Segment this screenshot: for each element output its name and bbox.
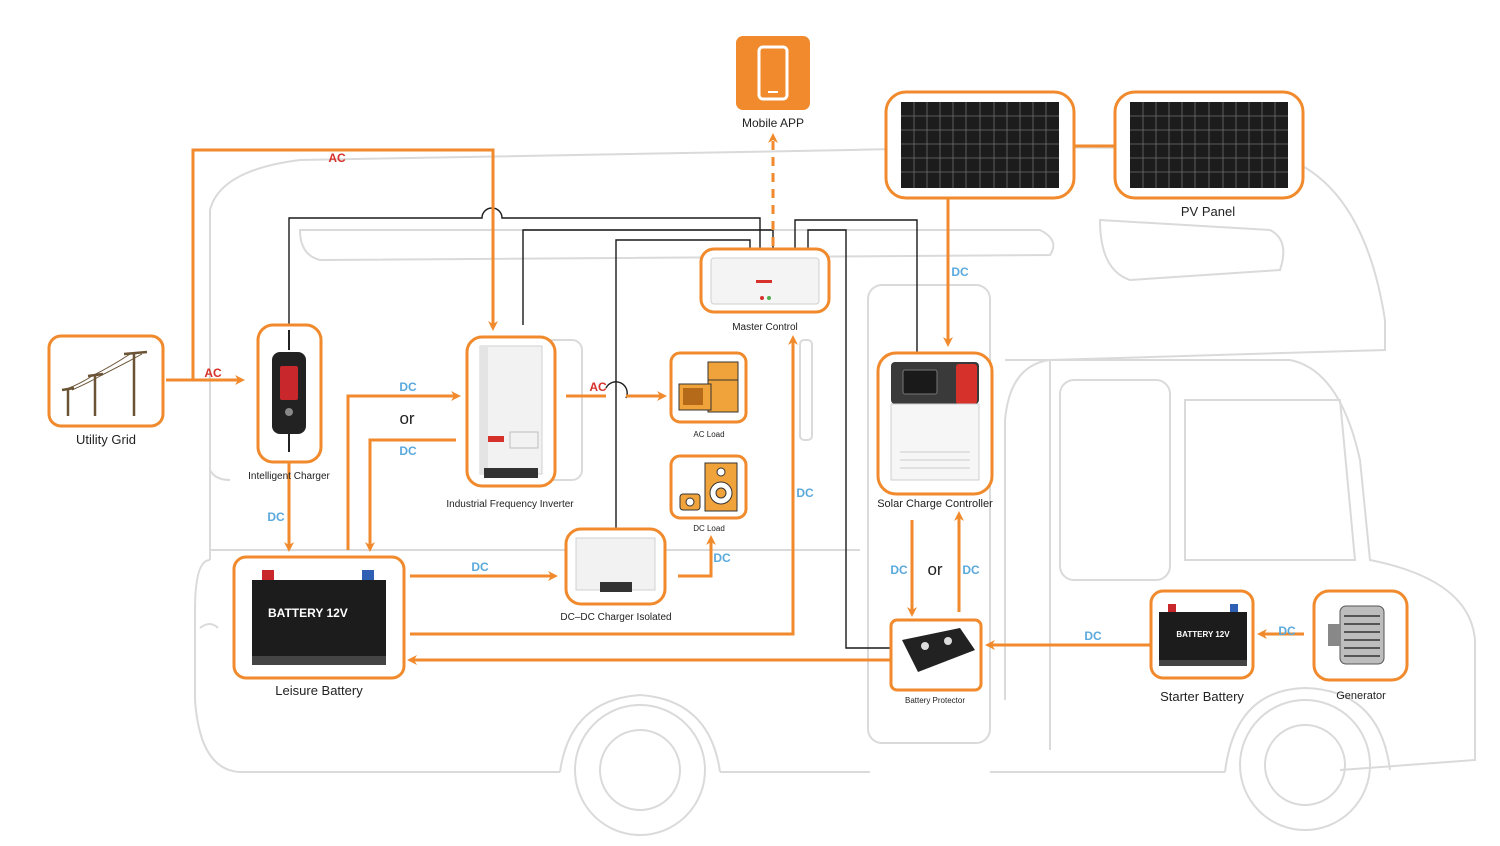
mobile-app-label: Mobile APP	[742, 116, 804, 130]
master-control[interactable]	[699, 247, 831, 314]
pv-panel-right[interactable]	[1113, 90, 1305, 200]
starter-battery-text: BATTERY 12V	[1176, 630, 1230, 639]
flow-label-dc: DC	[399, 444, 417, 458]
power-pole-icon	[61, 350, 148, 416]
battery-protector[interactable]	[889, 618, 983, 692]
solar-charge-controller-label: Solar Charge Controller	[877, 498, 993, 510]
flow-label-dc: DC	[267, 510, 285, 524]
starter-battery[interactable]: BATTERY 12V	[1149, 589, 1255, 680]
generator[interactable]	[1312, 589, 1409, 682]
flow-label-dc: DC	[713, 551, 731, 565]
or-label: or	[399, 409, 414, 428]
intelligent-charger-label: Intelligent Charger	[248, 471, 330, 482]
flow-label-dc: DC	[471, 560, 489, 574]
utility-grid-label: Utility Grid	[76, 432, 136, 447]
pv-panel-label: PV Panel	[1181, 204, 1235, 219]
flow-label-dc: DC	[399, 380, 417, 394]
flow-label-dc: DC	[890, 563, 908, 577]
pv-panel-left[interactable]	[884, 90, 1076, 200]
flow-label-dc: DC	[951, 265, 969, 279]
utility-grid[interactable]	[47, 334, 165, 428]
master-control-label: Master Control	[732, 322, 798, 333]
dc-load[interactable]	[669, 454, 748, 520]
solar-charge-controller[interactable]	[876, 351, 994, 496]
flow-label-dc: DC	[1084, 629, 1102, 643]
leisure-battery-label: Leisure Battery	[275, 683, 363, 698]
or-label: or	[927, 560, 942, 579]
starter-battery-label: Starter Battery	[1160, 689, 1244, 704]
ac-load-label: AC Load	[693, 430, 724, 439]
inverter[interactable]	[465, 335, 557, 488]
ac-load[interactable]	[669, 351, 748, 424]
generator-label: Generator	[1336, 690, 1386, 702]
flow-label-ac: AC	[328, 151, 346, 165]
battery-protector-label: Battery Protector	[905, 696, 965, 705]
dcdc-charger[interactable]	[564, 527, 667, 606]
intelligent-charger[interactable]	[256, 323, 323, 464]
flow-label-ac: AC	[204, 366, 222, 380]
power-lines	[166, 144, 1304, 665]
leisure-battery[interactable]: BATTERY 12V	[232, 555, 406, 680]
inverter-label: Industrial Frequency Inverter	[446, 499, 574, 510]
flow-label-dc: DC	[796, 486, 814, 500]
dc-load-label: DC Load	[693, 524, 725, 533]
leisure-battery-text: BATTERY 12V	[268, 606, 348, 620]
smartphone-icon	[757, 45, 789, 101]
dcdc-charger-label: DC–DC Charger Isolated	[560, 612, 671, 623]
mobile-app[interactable]	[736, 36, 810, 110]
flow-label-dc: DC	[962, 563, 980, 577]
flow-label-ac: AC	[589, 380, 607, 394]
flow-label-dc: DC	[1278, 624, 1296, 638]
rv-outline	[194, 146, 1476, 836]
